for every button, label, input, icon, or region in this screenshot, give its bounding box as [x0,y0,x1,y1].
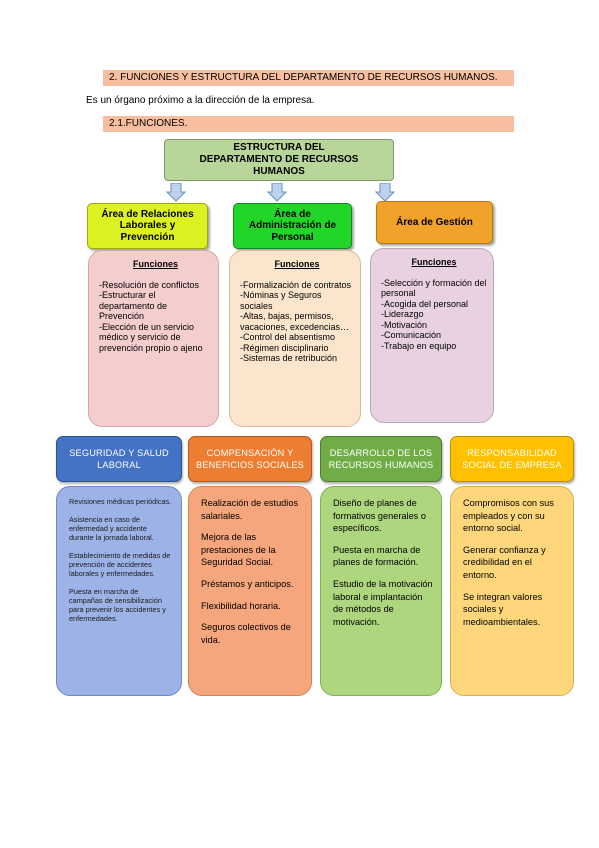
detail-item: Flexibilidad horaria. [201,600,281,611]
area-gestion: Área de Gestión [376,201,493,244]
detail-item: Préstamos y anticipos. [201,578,294,589]
function-item: -Resolución de conflictos [99,279,200,290]
detail-item: Revisiones médicas periódicas. [69,497,172,506]
intro-text: Es un órgano próximo a la dirección de l… [86,95,315,106]
category-title: RESPONSABILIDAD SOCIAL DE EMPRESA [462,448,562,470]
function-item: -Liderazgo [381,309,424,319]
function-item: -Sistemas de retribución [240,353,338,363]
subsection-heading: 2.1.FUNCIONES. [103,116,514,132]
detail-item: Puesta en marcha de planes de formación. [333,544,421,568]
category-title: SEGURIDAD Y SALUD LABORAL [69,448,169,470]
detail-item: Puesta en marcha de campañas de sensibil… [69,587,166,623]
arrow-down-icon [267,183,287,202]
arrow-down-icon [375,183,395,202]
function-item: -Altas, bajas, permisos, vacaciones, exc… [240,311,350,332]
details-box-desarrollo: Diseño de planes de formativos generales… [320,486,442,696]
arrow-down-icon [166,183,186,202]
category-title: DESARROLLO DE LOS RECURSOS HUMANOS [328,448,434,470]
functions-title: Funciones [274,259,320,269]
area-relaciones-laborales: Área de Relaciones Laborales y Prevenció… [87,203,208,249]
function-item: -Control del absentismo [240,332,336,342]
category-seguridad-salud: SEGURIDAD Y SALUD LABORAL [56,436,182,482]
function-item: -Trabajo en equipo [381,340,457,351]
area-label: Área de Relaciones Laborales y Prevenció… [101,208,194,243]
function-item: -Formalización de contratos [240,279,352,290]
function-item: -Nóminas y Seguros sociales [240,290,322,311]
area-label: Área de Gestión [396,216,473,228]
functions-box-relaciones: Funciones -Resolución de conflictos -Est… [88,250,219,427]
detail-item: Diseño de planes de formativos generales… [333,498,426,534]
detail-item: Estudio de la motivación laboral e impla… [333,578,433,627]
category-compensacion: COMPENSACIÓN Y BENEFICIOS SOCIALES [188,436,312,482]
functions-box-administracion: Funciones -Formalización de contratos -N… [229,250,361,427]
detail-item: Asistencia en caso de enfermedad y accid… [69,515,154,542]
category-responsabilidad: RESPONSABILIDAD SOCIAL DE EMPRESA [450,436,574,482]
section-heading: 2. FUNCIONES Y ESTRUCTURA DEL DEPARTAMEN… [103,70,514,86]
diagram-title: ESTRUCTURA DEL DEPARTAMENTO DE RECURSOS … [199,142,359,177]
detail-item: Establecimiento de medidas de prevención… [69,551,171,578]
area-administracion-personal: Área de Administración de Personal [233,203,352,249]
function-item: -Selección y formación del personal [381,277,487,299]
detail-item: Se integran valores sociales y medioambi… [463,591,543,627]
function-item: -Acogida del personal [381,298,469,309]
function-item: -Elección de un servicio médico y servic… [99,321,203,353]
details-box-seguridad: Revisiones médicas periódicas. Asistenci… [56,486,182,696]
function-item: -Comunicación [381,330,442,340]
functions-box-gestion: Funciones -Selección y formación del per… [370,248,494,423]
function-item: -Estructurar el departamento de Prevenci… [99,290,168,321]
detail-item: Seguros colectivos de vida. [201,622,291,645]
area-label: Área de Administración de Personal [248,208,337,243]
category-desarrollo: DESARROLLO DE LOS RECURSOS HUMANOS [320,436,442,482]
function-item: -Régimen disciplinario [240,342,329,353]
function-item: -Motivación [381,319,428,330]
diagram-title-box: ESTRUCTURA DEL DEPARTAMENTO DE RECURSOS … [164,139,394,181]
category-title: COMPENSACIÓN Y BENEFICIOS SOCIALES [196,448,304,470]
functions-title: Funciones [132,259,178,269]
detail-item: Realización de estudios salariales. [201,498,299,521]
details-box-responsabilidad: Compromisos con sus empleados y con su e… [450,486,574,696]
functions-title: Funciones [411,257,457,267]
detail-item: Generar confianza y credibilidad en el e… [463,544,546,580]
detail-item: Compromisos con sus empleados y con su e… [463,498,554,534]
detail-item: Mejora de las prestaciones de la Segurid… [201,532,276,568]
details-box-compensacion: Realización de estudios salariales. Mejo… [188,486,312,696]
